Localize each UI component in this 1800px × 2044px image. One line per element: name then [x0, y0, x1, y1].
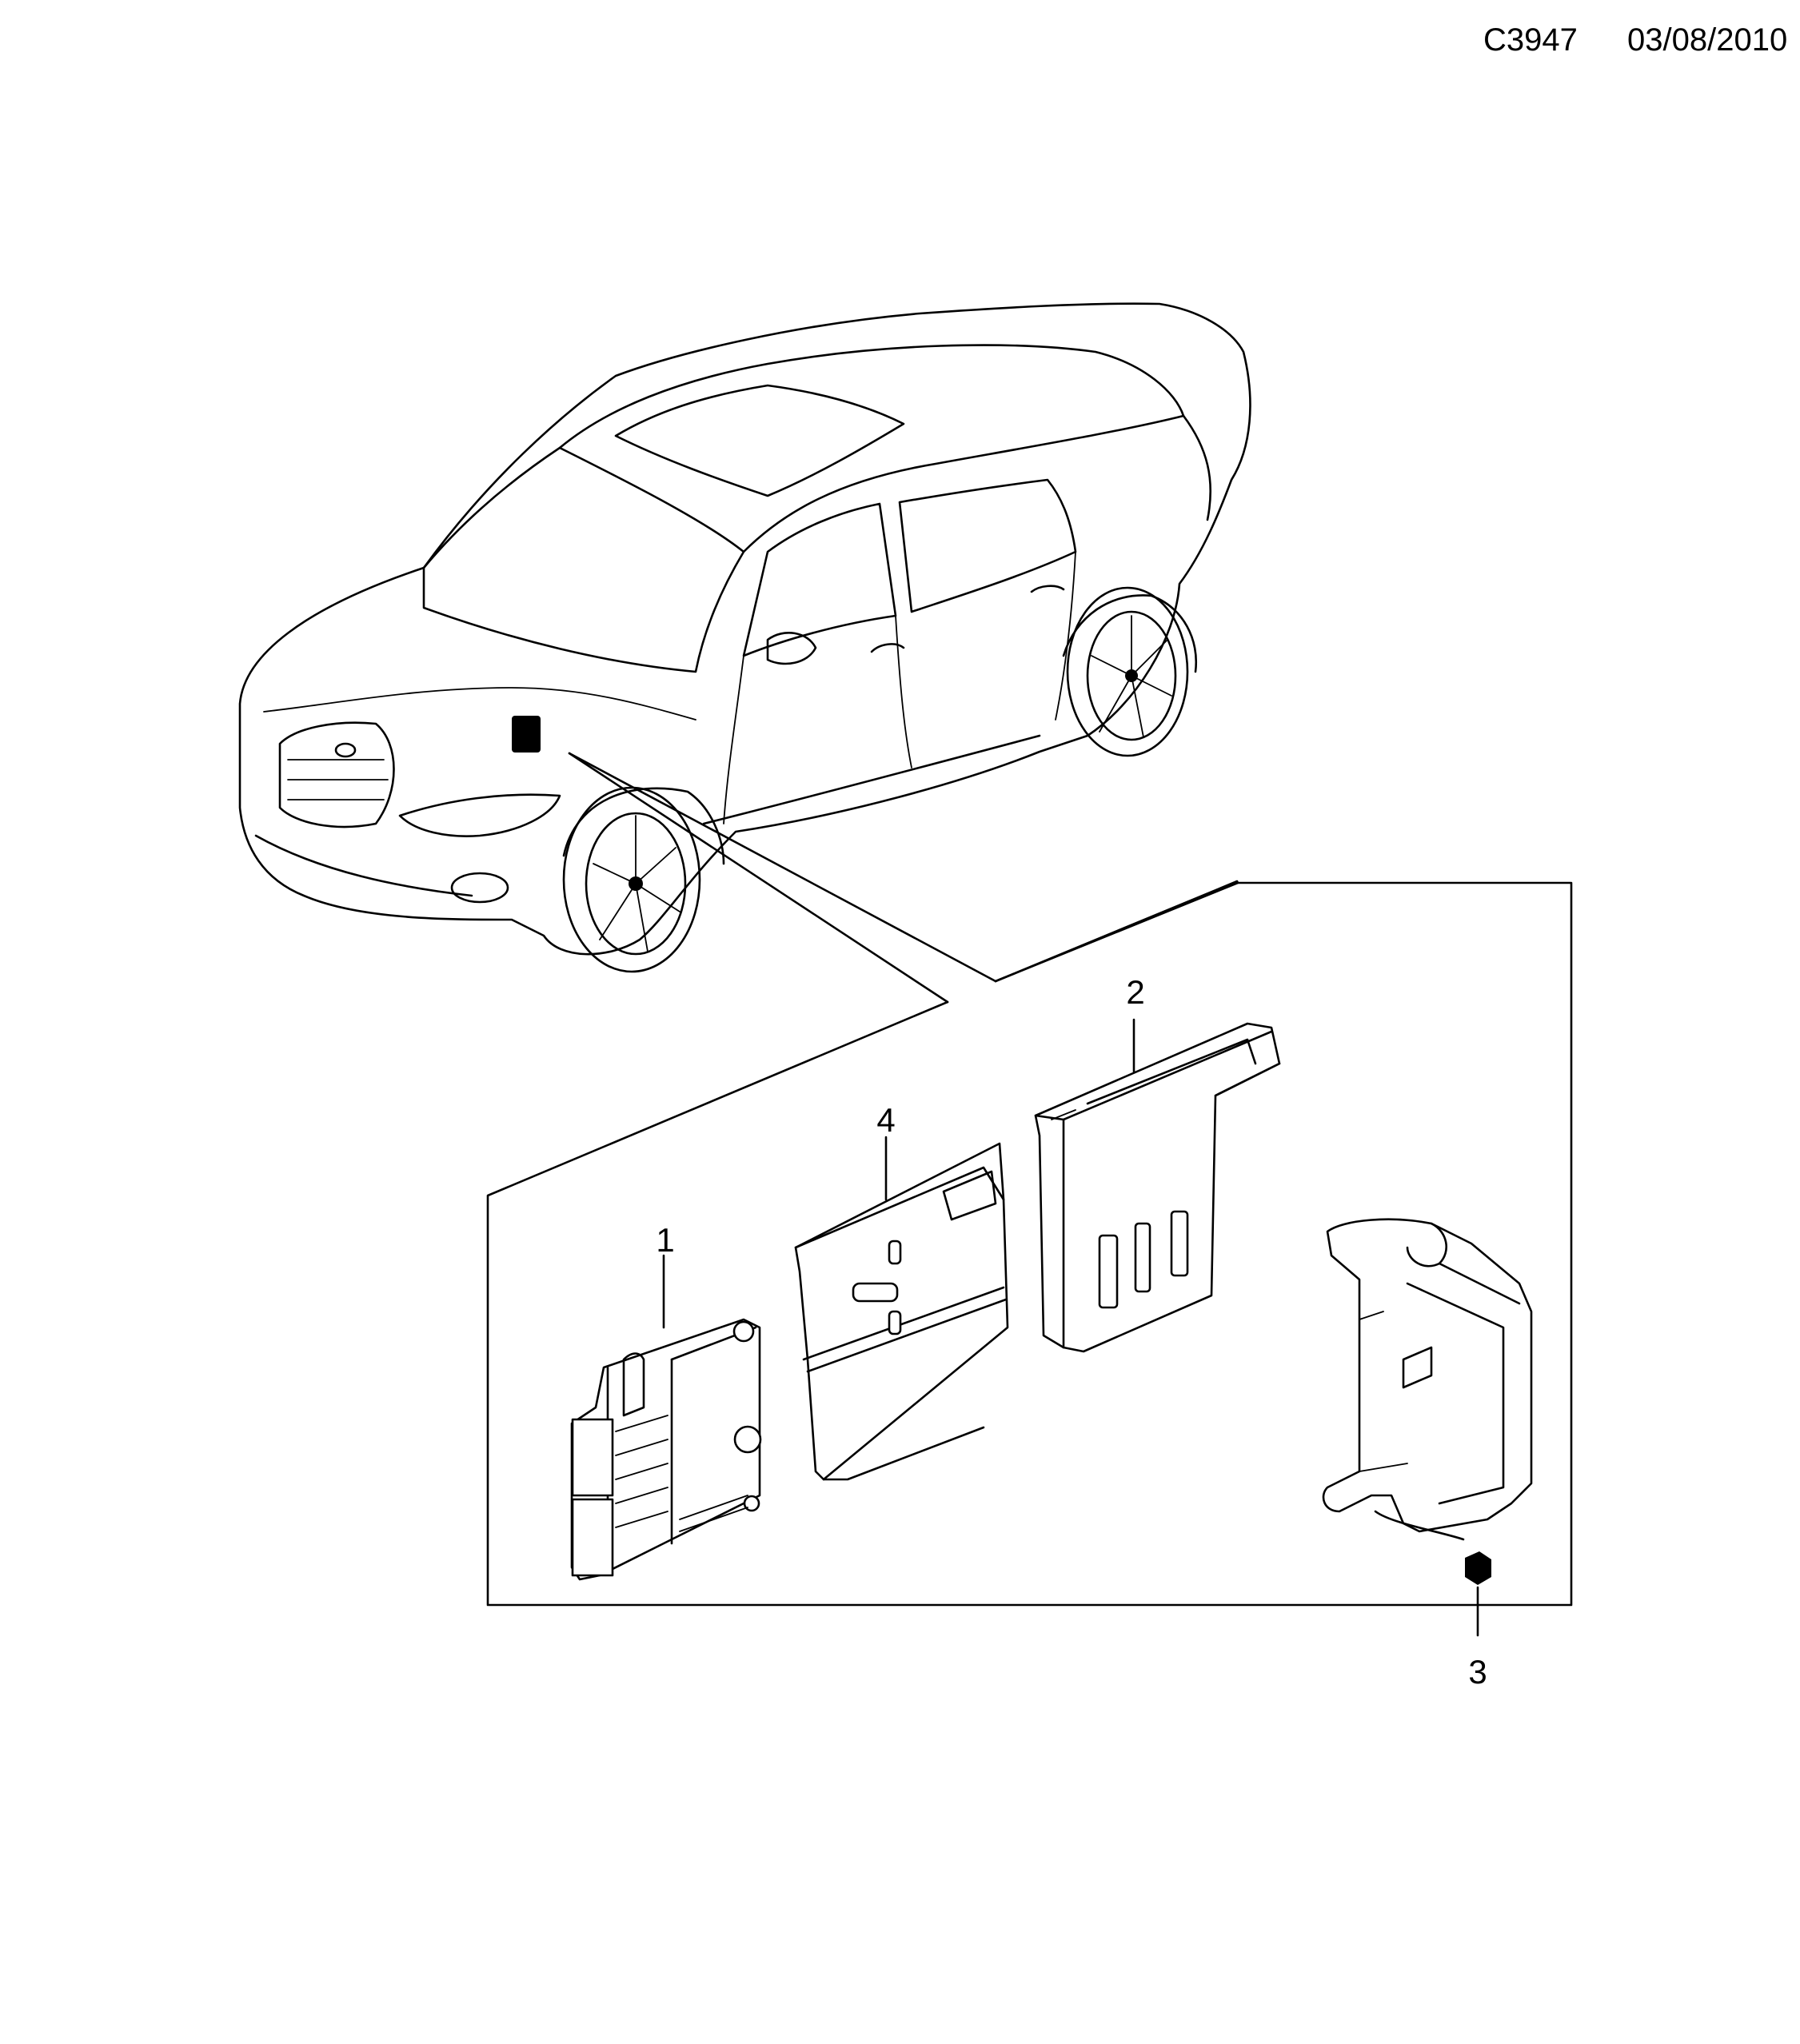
car-illustration: [238, 302, 1251, 973]
diagram-date: 03/08/2010: [1627, 22, 1788, 58]
callout-1-number: 1: [656, 1221, 674, 1259]
part-1-control-module: [570, 1318, 762, 1581]
leader-line-lower: [568, 752, 949, 1004]
part-3-housing: [1322, 1218, 1533, 1541]
callout-4-number: 4: [876, 1101, 895, 1139]
callout-3-number: 3: [1468, 1653, 1487, 1691]
callout-frame: [486, 752, 1573, 1607]
leader-line-upper: [568, 752, 997, 983]
callout-2-number: 2: [1126, 973, 1144, 1011]
part-2-cover: [1034, 1022, 1281, 1353]
diagram-code: C3947: [1483, 22, 1578, 58]
part-3-nut: [1465, 1551, 1491, 1637]
part-4-bracket: [794, 1142, 1009, 1481]
